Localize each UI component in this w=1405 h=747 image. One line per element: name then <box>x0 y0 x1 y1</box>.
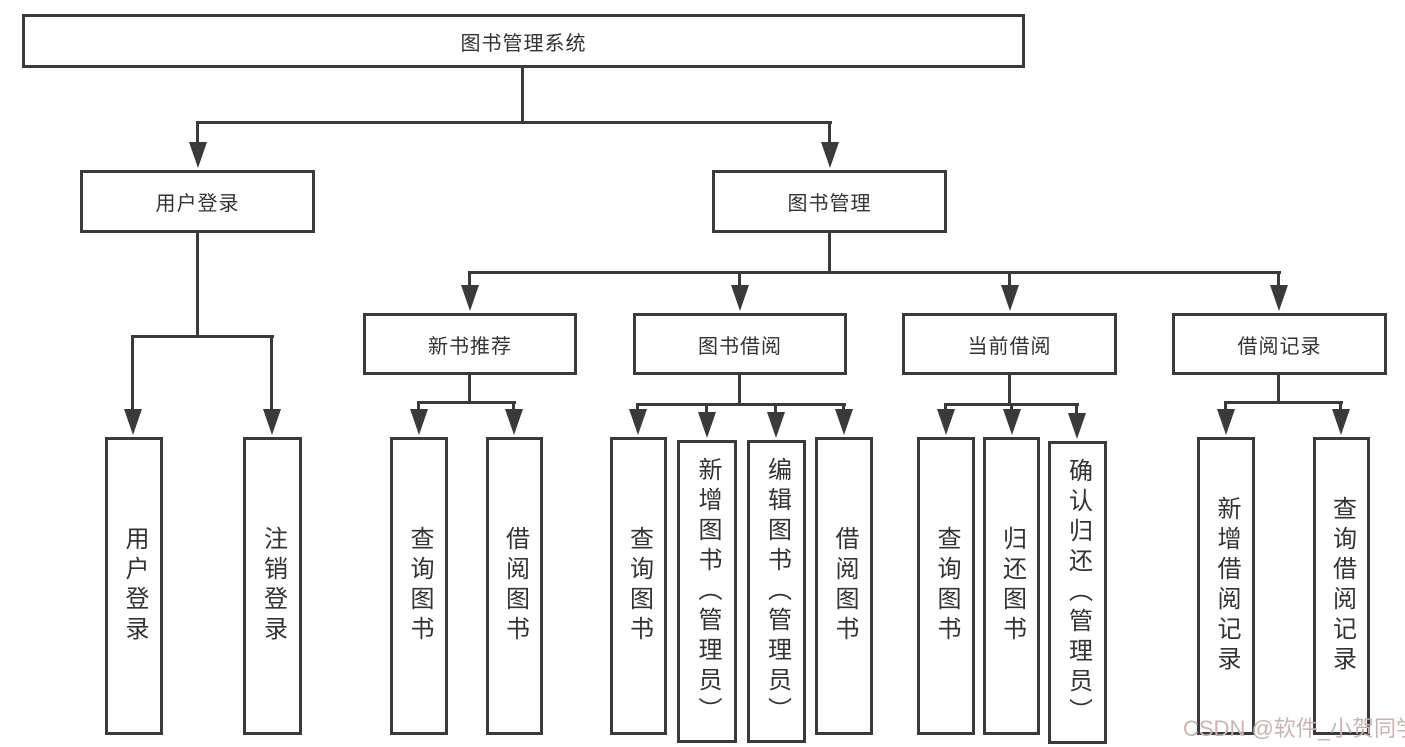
connector-line <box>1224 401 1343 404</box>
node-borrow-query-books-label: 查询图书 <box>625 526 653 646</box>
connector-line <box>1008 375 1011 405</box>
arrow-down-icon <box>1001 285 1019 311</box>
node-current-borrowing-label: 当前借阅 <box>967 335 1052 358</box>
connector-line <box>828 121 831 147</box>
node-borrowing-records: 借阅记录 <box>1172 313 1387 375</box>
connector-line <box>417 401 420 411</box>
node-current-borrowing: 当前借阅 <box>902 313 1117 375</box>
connector-line <box>468 375 471 403</box>
arrow-down-icon <box>189 142 207 168</box>
arrow-down-icon <box>1068 413 1086 439</box>
connector-line <box>1224 401 1227 411</box>
node-borrow-add-books-admin-label: 新增图书（管理员） <box>694 456 721 727</box>
node-book-management-label: 图书管理 <box>787 193 872 215</box>
connector-line <box>512 401 515 411</box>
connector-line <box>197 121 832 124</box>
arrow-down-icon <box>124 409 142 435</box>
connector-line <box>196 121 199 147</box>
connector-line <box>636 403 639 411</box>
node-borrow-borrow-books: 借阅图书 <box>815 437 873 735</box>
node-library-system-label: 图书管理系统 <box>460 32 587 55</box>
node-library-system: 图书管理系统 <box>22 14 1025 68</box>
node-borrow-query-books: 查询图书 <box>610 437 667 735</box>
node-user-login-leaf-label: 用户登录 <box>121 526 148 646</box>
connector-line <box>1277 375 1280 403</box>
connector-line <box>636 403 846 406</box>
arrow-down-icon <box>1217 409 1235 435</box>
connector-line <box>1010 403 1013 411</box>
arrow-down-icon <box>835 409 853 435</box>
node-rec-query-books-label: 查询图书 <box>406 526 433 646</box>
connector-line <box>417 401 516 404</box>
arrow-down-icon <box>410 409 428 435</box>
connector-line <box>738 375 741 405</box>
connector-line <box>270 335 273 413</box>
arrow-down-icon <box>821 142 839 168</box>
connector-line <box>1339 401 1342 411</box>
node-user-login-leaf: 用户登录 <box>105 437 163 735</box>
connector-line <box>1277 271 1280 287</box>
arrow-down-icon <box>1003 409 1021 435</box>
connector-line <box>1008 271 1011 287</box>
connector-line <box>738 271 741 287</box>
node-new-book-recommend: 新书推荐 <box>363 313 577 375</box>
arrow-down-icon <box>505 409 523 435</box>
connector-line <box>521 68 524 124</box>
node-current-return-books: 归还图书 <box>983 437 1040 735</box>
node-borrow-add-books-admin: 新增图书（管理员） <box>677 440 737 743</box>
node-record-add: 新增借阅记录 <box>1197 437 1255 735</box>
connector-line <box>705 403 708 414</box>
node-current-query-books-label: 查询图书 <box>933 526 960 646</box>
connector-line <box>131 335 134 413</box>
node-current-confirm-return-admin: 确认归还（管理员） <box>1048 441 1107 744</box>
arrow-down-icon <box>1270 285 1288 311</box>
node-record-query: 查询借阅记录 <box>1313 437 1370 735</box>
connector-line <box>468 271 1281 274</box>
arrow-down-icon <box>1332 409 1350 435</box>
node-current-query-books: 查询图书 <box>917 437 975 735</box>
node-rec-borrow-books: 借阅图书 <box>486 437 543 735</box>
arrow-down-icon <box>767 412 785 438</box>
connector-line <box>944 403 947 411</box>
node-user-login: 用户登录 <box>80 170 315 233</box>
arrow-down-icon <box>731 285 749 311</box>
connector-line <box>1075 403 1078 415</box>
connector-line <box>196 233 199 337</box>
node-current-return-books-label: 归还图书 <box>998 526 1026 646</box>
connector-line <box>131 335 274 338</box>
connector-line <box>468 271 471 287</box>
arrow-down-icon <box>629 409 647 435</box>
csdn-watermark: CSDN @软件_小贺同学 <box>1183 716 1405 741</box>
node-current-confirm-return-admin-label: 确认归还（管理员） <box>1064 457 1092 728</box>
arrow-down-icon <box>263 409 281 435</box>
node-book-borrowing: 图书借阅 <box>633 313 847 375</box>
node-book-management: 图书管理 <box>712 170 947 233</box>
node-borrow-edit-books-admin: 编辑图书（管理员） <box>747 440 806 743</box>
arrow-down-icon <box>937 409 955 435</box>
node-borrow-borrow-books-label: 借阅图书 <box>831 526 858 646</box>
node-record-add-label: 新增借阅记录 <box>1213 496 1240 676</box>
arrow-down-icon <box>461 285 479 311</box>
node-logout-leaf: 注销登录 <box>243 437 302 735</box>
node-borrowing-records-label: 借阅记录 <box>1237 335 1322 358</box>
connector-line <box>842 403 845 411</box>
node-borrow-edit-books-admin-label: 编辑图书（管理员） <box>763 456 791 727</box>
connector-line <box>774 403 777 414</box>
node-new-book-recommend-label: 新书推荐 <box>428 335 512 358</box>
node-record-query-label: 查询借阅记录 <box>1328 496 1356 676</box>
node-rec-borrow-books-label: 借阅图书 <box>501 526 529 646</box>
node-user-login-label: 用户登录 <box>155 193 240 215</box>
arrow-down-icon <box>698 412 716 438</box>
node-book-borrowing-label: 图书借阅 <box>698 335 782 358</box>
node-rec-query-books: 查询图书 <box>390 437 448 735</box>
node-logout-leaf-label: 注销登录 <box>259 526 287 646</box>
connector-line <box>828 233 831 273</box>
